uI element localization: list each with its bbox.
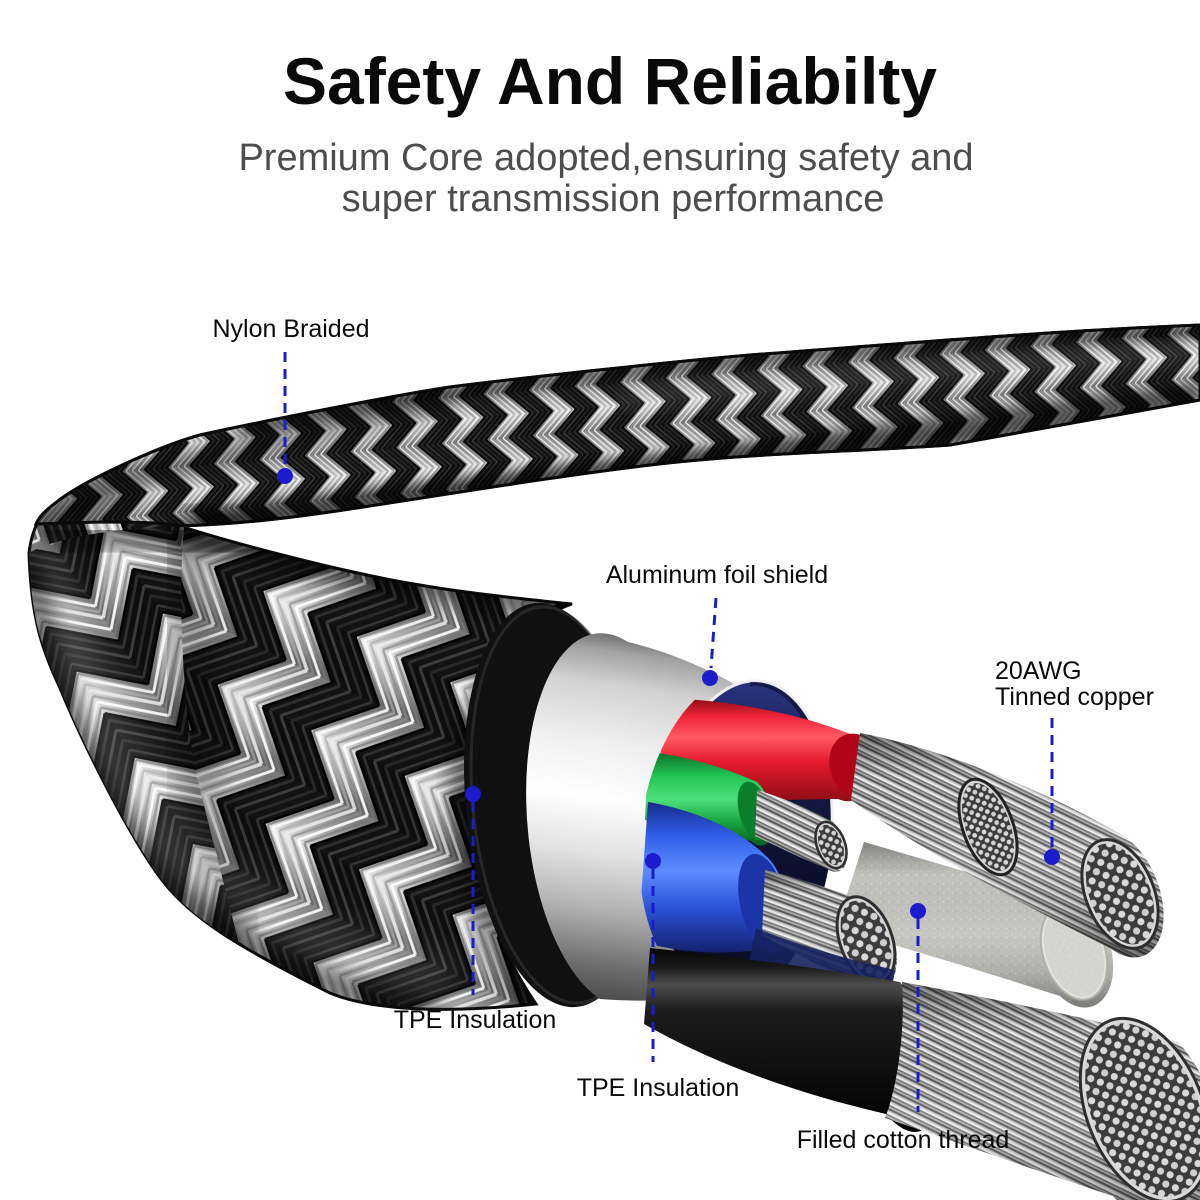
svg-text:Aluminum foil shield: Aluminum foil shield xyxy=(606,561,828,589)
svg-text:Premium Core adopted,ensuring: Premium Core adopted,ensuring safety and xyxy=(238,137,973,179)
svg-text:Safety And Reliabilty: Safety And Reliabilty xyxy=(283,44,937,118)
svg-text:Nylon Braided: Nylon Braided xyxy=(212,315,369,343)
svg-text:TPE Insulation: TPE Insulation xyxy=(577,1074,740,1102)
svg-text:Filled cotton thread: Filled cotton thread xyxy=(797,1126,1010,1154)
svg-text:20AWG: 20AWG xyxy=(995,657,1082,685)
svg-text:Tinned copper: Tinned copper xyxy=(995,683,1154,711)
svg-text:super transmission performance: super transmission performance xyxy=(342,178,885,220)
svg-text:TPE Insulation: TPE Insulation xyxy=(394,1006,557,1034)
